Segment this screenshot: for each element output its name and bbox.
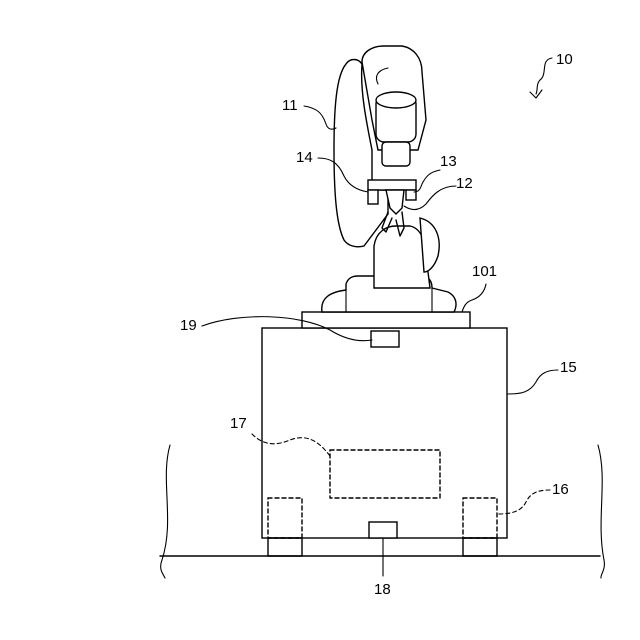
svg-text:14: 14 [296,149,313,166]
svg-text:10: 10 [556,51,573,68]
svg-text:101: 101 [472,263,497,280]
camera-unit [368,190,378,204]
label-18: 18 [374,538,391,598]
top-sensor [371,331,399,347]
svg-text:18: 18 [374,581,391,598]
svg-text:12: 12 [456,175,473,192]
base-plate [302,312,470,328]
svg-text:16: 16 [552,481,569,498]
label-101: 101 [462,263,497,312]
label-11: 11 [282,97,336,129]
label-15: 15 [508,359,577,394]
cart-body [262,328,507,538]
svg-text:13: 13 [440,153,457,170]
label-16: 16 [498,481,569,514]
robot-arm [322,46,456,312]
floor-sensor [369,522,397,538]
svg-text:15: 15 [560,359,577,376]
svg-text:19: 19 [180,317,197,334]
svg-text:17: 17 [230,415,247,432]
svg-text:11: 11 [282,97,298,114]
label-10: 10 [530,51,573,98]
